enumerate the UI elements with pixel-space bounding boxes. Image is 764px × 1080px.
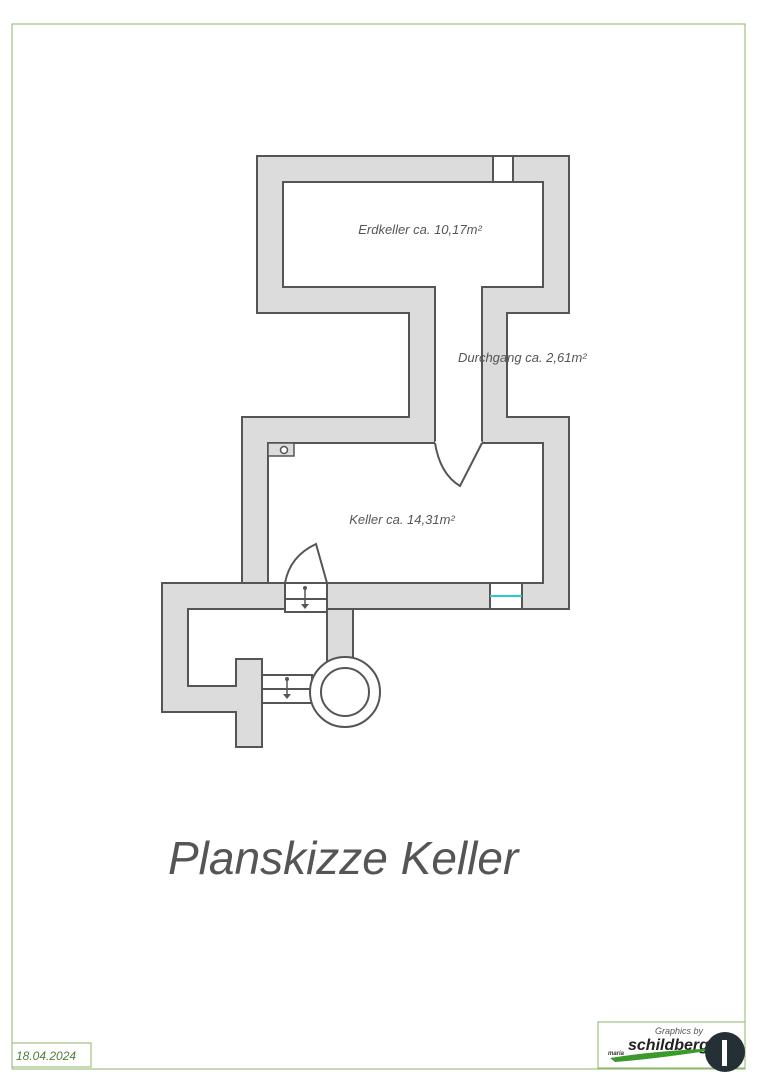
- svg-text:maria: maria: [608, 1051, 625, 1057]
- door-swing: [284, 542, 328, 584]
- room-label-keller: Keller ca. 14,31m²: [349, 512, 455, 527]
- page-border: [11, 23, 746, 1070]
- floor-plan: Erdkeller ca. 10,17m² Durchgang ca. 2,61…: [161, 155, 587, 748]
- page-title: Planskizze Keller: [168, 832, 520, 884]
- lower-left-walls: [161, 582, 286, 748]
- date-box: [11, 1042, 92, 1068]
- date-label: 18.04.2024: [16, 1049, 76, 1063]
- svg-text:Graphics by: Graphics by: [655, 1026, 704, 1036]
- room-erdkeller-keller-interior: [267, 181, 544, 584]
- company-logo: Graphics by maria schildberg: [597, 1021, 746, 1072]
- room-label-durchgang: Durchgang ca. 2,61m²: [458, 350, 587, 365]
- door-swing: [434, 442, 483, 488]
- window-top: [492, 155, 514, 183]
- corridor-wall: [326, 608, 354, 664]
- room-label-erdkeller: Erdkeller ca. 10,17m²: [358, 222, 482, 237]
